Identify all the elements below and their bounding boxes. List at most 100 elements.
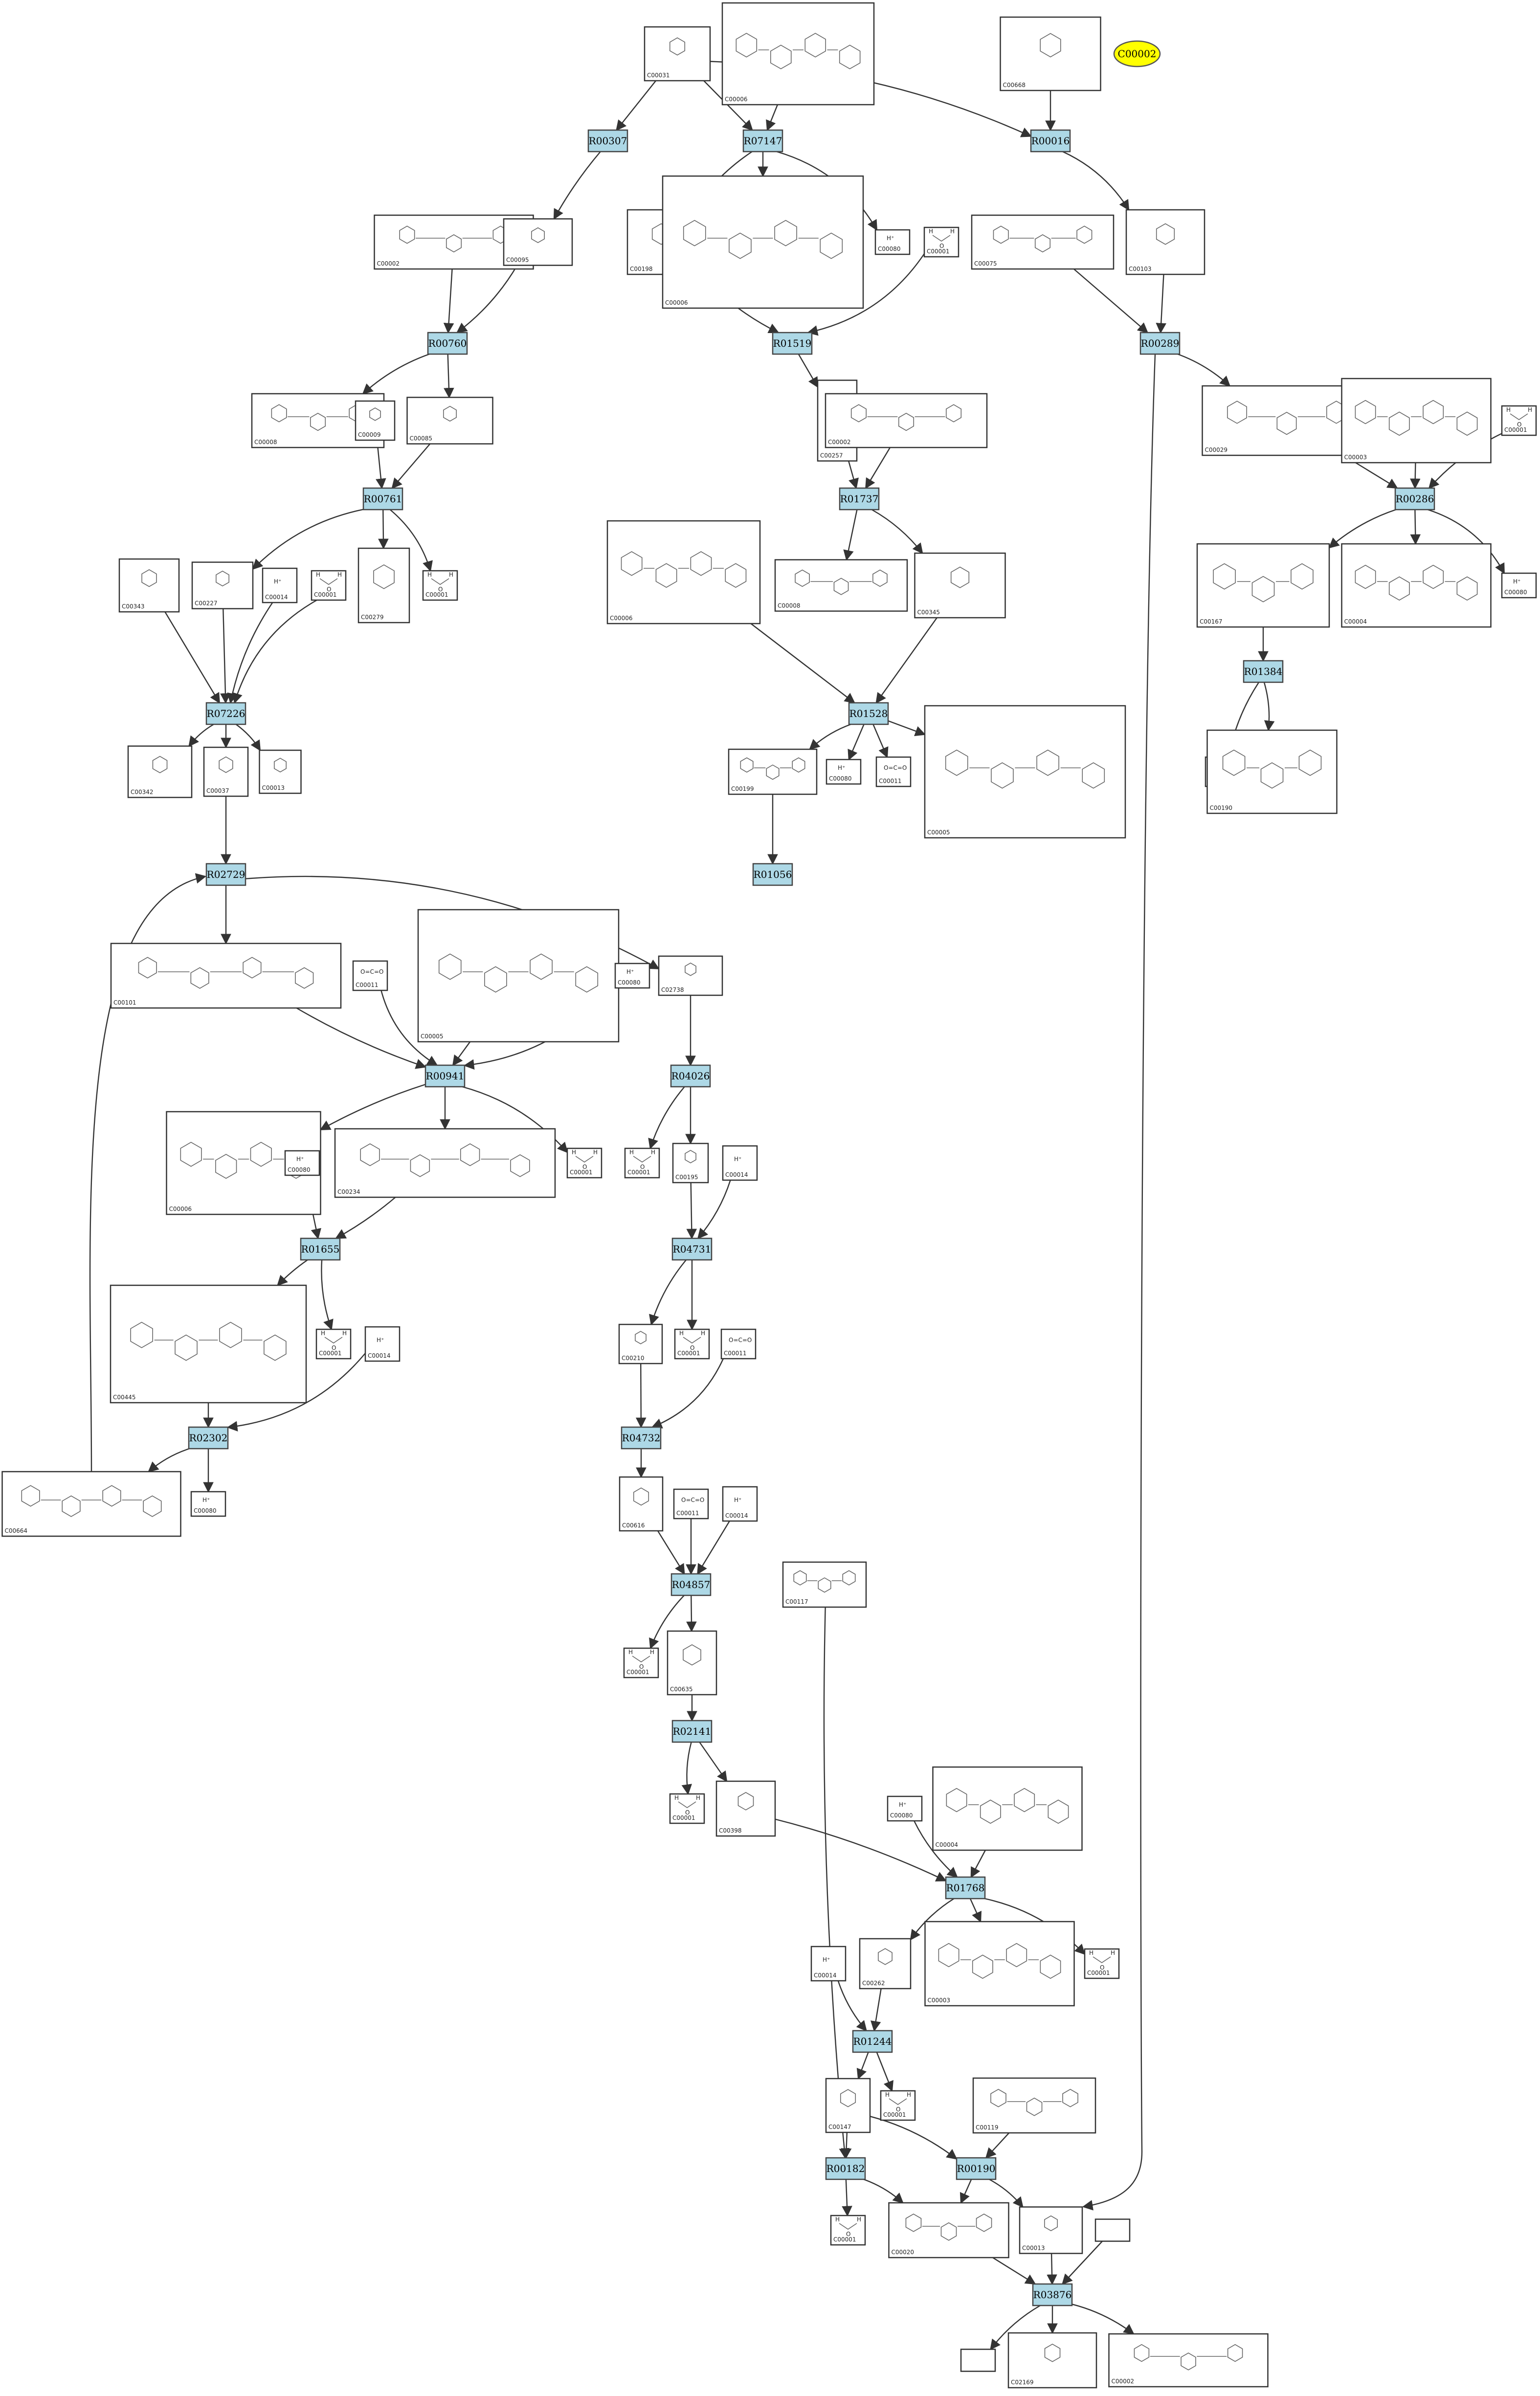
compound-node[interactable]: C00008 xyxy=(774,559,908,612)
compound-node[interactable]: C00020 xyxy=(888,2202,1009,2259)
compound-node[interactable]: C00147 xyxy=(825,2078,871,2133)
reaction-node[interactable]: R00286 xyxy=(1394,487,1435,511)
compound-node[interactable]: C00616 xyxy=(619,1476,664,1532)
compound-node[interactable]: C00445 xyxy=(110,1284,307,1404)
compound-node[interactable]: H⁺C00080 xyxy=(826,759,862,785)
compound-node[interactable]: C00013 xyxy=(259,749,302,794)
reaction-node[interactable]: R00182 xyxy=(825,2157,866,2180)
reaction-node[interactable]: R07226 xyxy=(205,702,246,725)
reaction-node[interactable]: R01768 xyxy=(945,1876,986,1900)
compound-node[interactable]: C00037 xyxy=(203,746,249,797)
compound-node[interactable]: C02169 xyxy=(1007,2332,1097,2389)
compound-node[interactable]: C00190 xyxy=(1206,729,1338,814)
compound-node[interactable]: C00002 xyxy=(825,393,988,448)
compound-node[interactable]: C00195 xyxy=(672,1142,709,1184)
compound-node[interactable]: C00101 xyxy=(110,942,342,1009)
compound-node[interactable]: C00005 xyxy=(417,909,620,1043)
compound-node[interactable]: C00227 xyxy=(191,561,254,609)
reaction-node[interactable]: R03876 xyxy=(1032,2283,1073,2306)
reaction-node[interactable]: R00307 xyxy=(587,129,628,153)
compound-node[interactable]: C00398 xyxy=(715,1780,776,1837)
compound-node[interactable]: C00031 xyxy=(644,26,711,82)
compound-node[interactable]: H⁺C00080 xyxy=(284,1150,320,1176)
compound-node[interactable]: C00199 xyxy=(728,748,818,795)
compound-node[interactable]: H⁺C00014 xyxy=(262,567,298,604)
compound-node[interactable]: C02738 xyxy=(658,955,723,996)
compound-node[interactable]: C00279 xyxy=(357,547,410,624)
compound-node[interactable]: H⁺C00080 xyxy=(1501,572,1537,599)
compound-node[interactable]: H⁺C00080 xyxy=(190,1491,226,1517)
reaction-node[interactable]: R02302 xyxy=(188,1426,229,1450)
compound-node[interactable]: H⁺C00080 xyxy=(874,229,911,255)
compound-node[interactable]: C00343 xyxy=(118,558,180,613)
compound-node[interactable]: C00006 xyxy=(662,175,864,309)
compound-node[interactable]: C00119 xyxy=(972,2077,1096,2134)
compound-node[interactable]: C00167 xyxy=(1196,543,1330,628)
reaction-node[interactable]: R02729 xyxy=(205,863,246,886)
compound-node[interactable]: C00262 xyxy=(859,1938,912,1990)
reaction-node[interactable]: R00190 xyxy=(956,2157,997,2180)
compound-node[interactable] xyxy=(1094,2218,1131,2242)
compound-node[interactable]: C00006 xyxy=(166,1111,321,1215)
compound-node[interactable]: C00668 xyxy=(1000,16,1101,91)
compound-node[interactable]: C00013 xyxy=(1019,2206,1083,2254)
reaction-node[interactable]: R00289 xyxy=(1139,332,1181,355)
compound-node[interactable] xyxy=(960,2349,996,2372)
compound-node[interactable]: C00345 xyxy=(914,552,1006,619)
compound-node[interactable]: C00075 xyxy=(971,214,1115,270)
compound-node[interactable]: C00003 xyxy=(924,1921,1075,2007)
reaction-node[interactable]: R01519 xyxy=(772,332,813,355)
compound-node[interactable]: H⁺C00080 xyxy=(614,963,650,989)
compound-node[interactable]: C00003 xyxy=(1341,378,1492,464)
reaction-node[interactable]: R00016 xyxy=(1030,129,1071,153)
compound-node[interactable]: C00635 xyxy=(667,1630,717,1696)
reaction-node[interactable]: R01244 xyxy=(852,2030,893,2053)
compound-node[interactable]: C00103 xyxy=(1125,209,1205,275)
reaction-node[interactable]: R04732 xyxy=(621,1426,662,1450)
highlighted-compound[interactable]: C00002 xyxy=(1113,40,1161,67)
compound-node[interactable]: H⁺C00014 xyxy=(722,1145,758,1181)
compound-node[interactable]: C00234 xyxy=(334,1128,556,1198)
compound-node[interactable]: H⁺C00014 xyxy=(364,1326,401,1362)
compound-node[interactable]: C00004 xyxy=(1341,543,1492,628)
reaction-node[interactable]: R00760 xyxy=(427,332,468,355)
reaction-node[interactable]: R04857 xyxy=(670,1573,712,1596)
compound-node[interactable]: C00009 xyxy=(355,400,396,441)
compound-node[interactable]: C00004 xyxy=(932,1766,1083,1851)
compound-node[interactable]: C00006 xyxy=(721,2,875,106)
reaction-node[interactable]: R04026 xyxy=(670,1064,711,1088)
compound-node[interactable]: C00210 xyxy=(618,1323,663,1365)
reaction-node[interactable]: R00941 xyxy=(424,1064,466,1088)
reaction-node[interactable]: R01528 xyxy=(848,702,889,725)
reaction-node[interactable]: R00761 xyxy=(362,487,403,511)
compound-node[interactable]: C00005 xyxy=(924,705,1126,839)
compound-node[interactable]: H⁺C00014 xyxy=(722,1486,758,1522)
reaction-node[interactable]: R01056 xyxy=(752,863,793,886)
compound-node[interactable]: C00117 xyxy=(782,1561,867,1608)
compound-node[interactable]: C00342 xyxy=(127,745,193,798)
compound-node[interactable]: H⁺C00080 xyxy=(887,1795,923,1822)
reaction-node[interactable]: R01655 xyxy=(300,1237,341,1261)
reaction-node[interactable]: R04731 xyxy=(671,1237,713,1261)
compound-node[interactable]: C00664 xyxy=(1,1471,181,1537)
reaction-node[interactable]: R02141 xyxy=(671,1720,713,1743)
compound-node[interactable]: C00002 xyxy=(1108,2333,1269,2388)
reaction-node[interactable]: R01737 xyxy=(839,487,880,511)
compound-node[interactable]: C00095 xyxy=(503,218,573,266)
reaction-node[interactable]: R01384 xyxy=(1243,660,1284,683)
compound-node[interactable]: C00085 xyxy=(406,397,493,445)
